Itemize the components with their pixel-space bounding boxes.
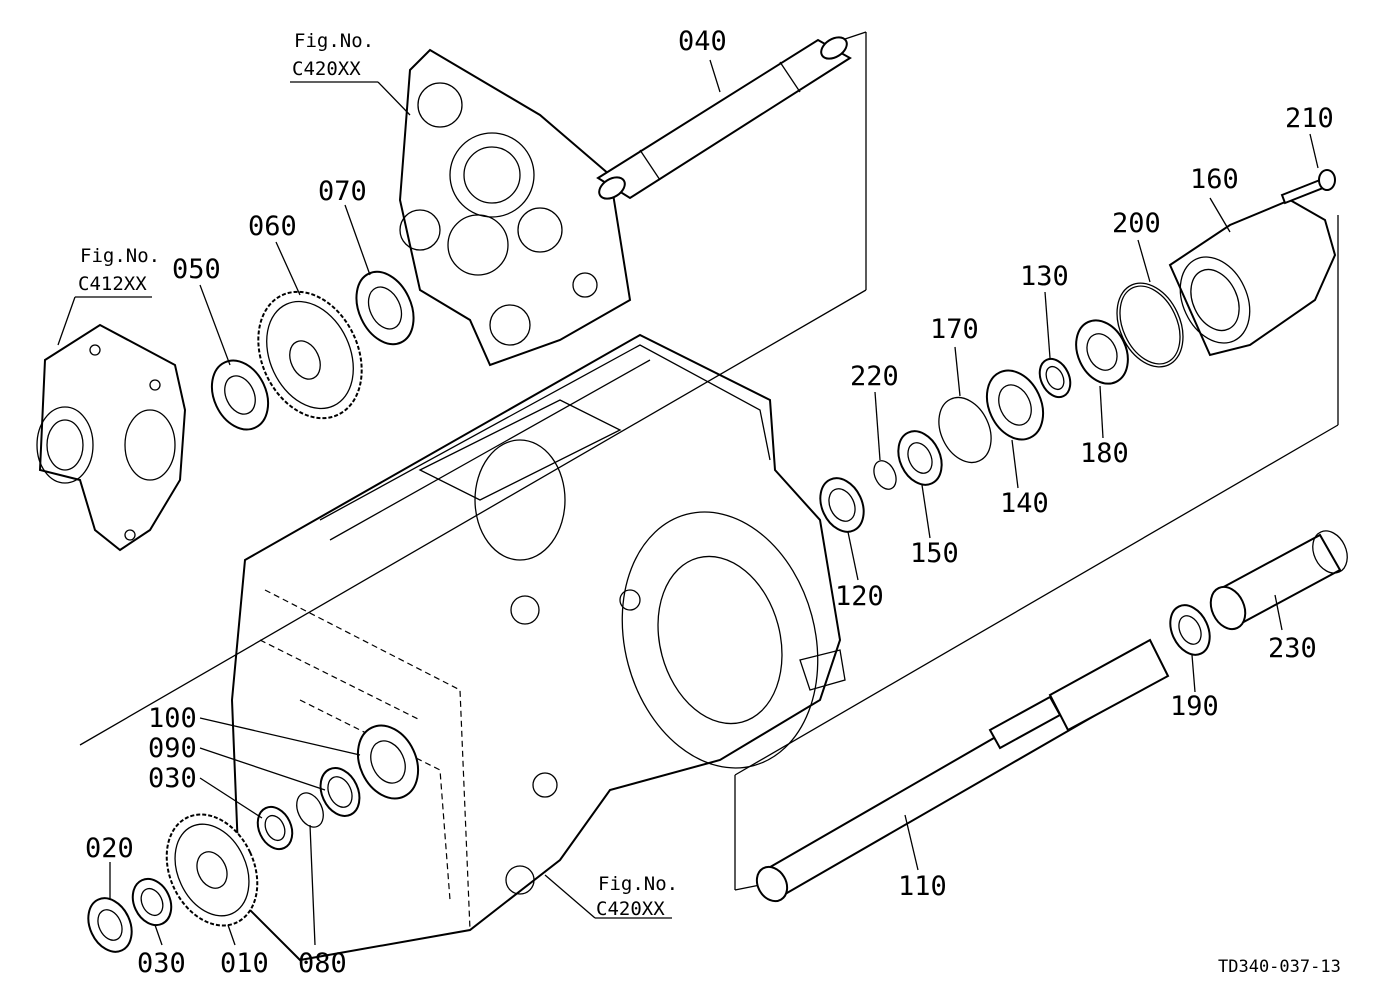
label-030-upper: 030: [148, 763, 197, 794]
shaft-040: [596, 36, 852, 200]
axis-lines: [79, 31, 1339, 891]
label-030-lower: 030: [137, 948, 186, 979]
figref-left-label: Fig.No.: [80, 245, 160, 267]
left-bracket: [36, 323, 187, 552]
figref-top-label: Fig.No.: [294, 30, 374, 52]
figure-references: Fig.No. C420XX Fig.No. C412XX Fig.No. C4…: [78, 30, 678, 920]
label-070: 070: [318, 176, 367, 207]
label-110: 110: [898, 871, 947, 902]
right-stack-parts: [819, 169, 1337, 533]
label-010: 010: [220, 948, 269, 979]
label-180: 180: [1080, 438, 1129, 469]
label-120: 120: [835, 581, 884, 612]
seal-190: [1169, 604, 1211, 656]
label-090: 090: [148, 733, 197, 764]
drawing-code: TD340-037-13: [1218, 957, 1341, 977]
label-080: 080: [298, 948, 347, 979]
bearing-050: [210, 359, 270, 431]
label-130: 130: [1020, 261, 1069, 292]
shaft-110: [755, 638, 1170, 903]
figref-top-number: C420XX: [292, 58, 361, 80]
label-210: 210: [1285, 103, 1334, 134]
label-040: 040: [678, 26, 727, 57]
label-190: 190: [1170, 691, 1219, 722]
part-labels: 040 070 060 050 210 160 200 130 170 220 …: [85, 26, 1334, 979]
label-230: 230: [1268, 633, 1317, 664]
label-220: 220: [850, 361, 899, 392]
figref-bottom-number: C420XX: [596, 898, 665, 920]
figref-bottom-label: Fig.No.: [598, 873, 678, 895]
label-160: 160: [1190, 164, 1239, 195]
label-150: 150: [910, 538, 959, 569]
label-170: 170: [930, 314, 979, 345]
top-cover-plate: [398, 48, 632, 367]
lower-left-parts: [87, 724, 420, 953]
label-060: 060: [248, 211, 297, 242]
gear-060: [257, 290, 363, 420]
label-200: 200: [1112, 208, 1161, 239]
bearing-070: [355, 270, 415, 346]
label-020: 020: [85, 833, 134, 864]
label-050: 050: [172, 254, 221, 285]
transmission-case: [230, 333, 846, 962]
label-100: 100: [148, 703, 197, 734]
label-140: 140: [1000, 488, 1049, 519]
sleeve-230: [1209, 530, 1348, 631]
figref-left-number: C412XX: [78, 273, 147, 295]
leader-lines: [57, 59, 1319, 946]
